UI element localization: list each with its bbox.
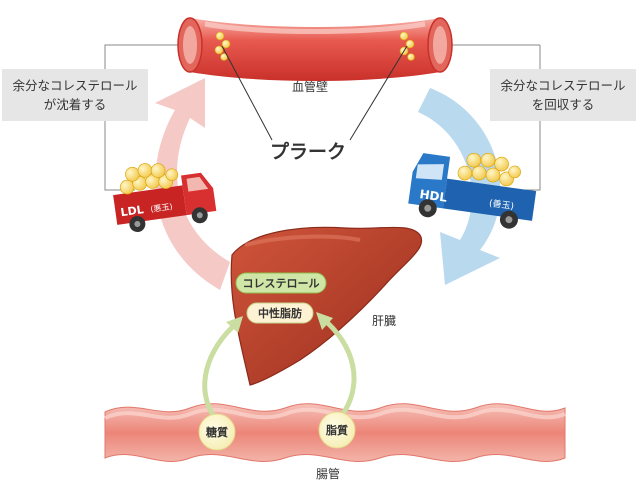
ldl-truck-tag: (悪玉)	[150, 202, 173, 214]
liver-label: 肝臓	[372, 314, 397, 328]
ldl-truck-label: LDL	[120, 203, 145, 219]
plaque-right	[399, 31, 415, 61]
hdl-cargo	[457, 152, 521, 187]
neutral-fat-pill-text: 中性脂肪	[258, 306, 302, 320]
vessel-label: 血管壁	[292, 80, 329, 94]
hdl-callout-line-2: を回収する	[531, 97, 595, 112]
liver	[230, 226, 423, 386]
sugar-arrow	[202, 320, 240, 420]
sugar-arrow-head	[226, 316, 243, 333]
ldl-callout-line-1: 余分なコレステロール	[12, 78, 138, 93]
ldl-callout-line-2: が沈着する	[43, 97, 107, 112]
cholesterol-pill-text: コレステロール	[243, 277, 320, 290]
fat-label: 脂質	[325, 423, 348, 437]
neutral-fat-pill	[246, 302, 314, 324]
fat-arrow-head	[316, 312, 333, 330]
plaque-pointer-left	[221, 45, 273, 141]
hdl-truck-tag: (善玉)	[488, 197, 514, 212]
hdl-truck: HDL (善玉)	[408, 152, 537, 229]
ldl-flow-arrow	[155, 78, 230, 290]
blood-vessel	[177, 17, 453, 81]
fat-circle	[318, 411, 356, 449]
intestine-label: 腸管	[316, 467, 341, 481]
cholesterol-pill	[235, 272, 327, 294]
hdl-callout: 余分なコレステロール を回収する	[490, 69, 636, 121]
plaque-left	[214, 31, 231, 61]
fat-arrow	[320, 316, 357, 420]
plaque-pointer-right	[349, 45, 408, 141]
sugar-circle	[198, 413, 236, 451]
plaque-label: プラーク	[270, 141, 347, 163]
ldl-callout: 余分なコレステロール が沈着する	[2, 69, 148, 121]
sugar-label: 糖質	[206, 425, 228, 439]
ldl-truck: LDL (悪玉)	[113, 163, 217, 233]
hdl-flow-arrow	[418, 88, 501, 285]
hdl-callout-line-1: 余分なコレステロール	[500, 78, 626, 93]
ldl-cargo	[119, 163, 179, 195]
